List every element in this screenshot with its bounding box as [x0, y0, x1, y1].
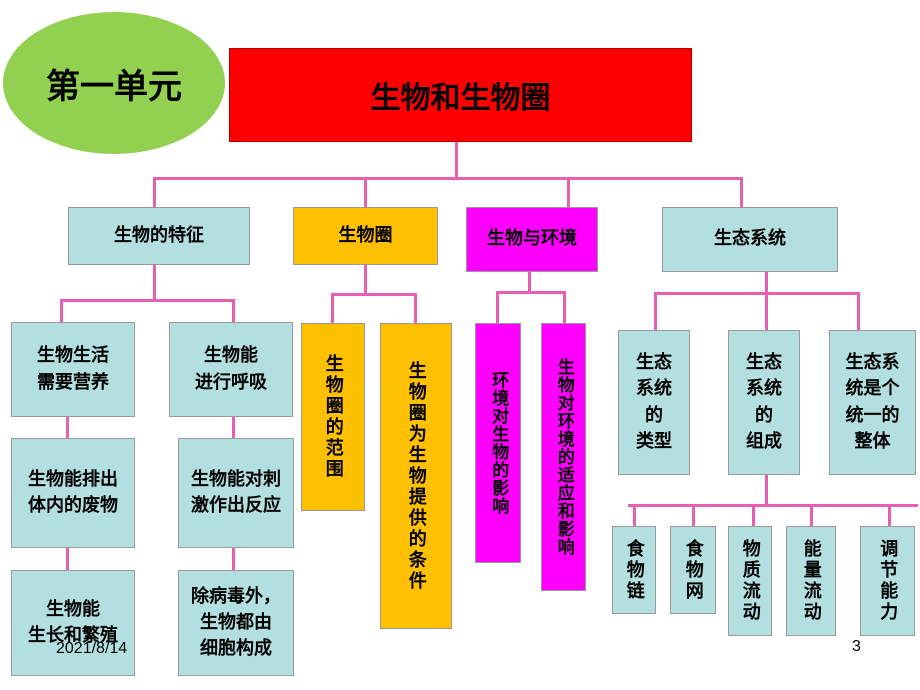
- ecosystem-material-flow: 物质流动: [728, 526, 772, 636]
- connector: [752, 504, 755, 526]
- ecosystem-food-chain-label: 食物链: [623, 538, 645, 602]
- connector: [331, 293, 334, 323]
- connector: [60, 299, 235, 302]
- connector: [765, 272, 768, 294]
- category-environment-label: 生物与环境: [487, 228, 577, 250]
- connector: [528, 272, 531, 293]
- connector: [414, 293, 417, 323]
- connector: [692, 504, 695, 526]
- biosphere-conditions: 生物圈为生物提供的条件: [380, 323, 452, 629]
- connector: [153, 265, 156, 300]
- ecosystem-whole-label: 生态系 统是个 统一的 整体: [845, 352, 900, 452]
- connector: [60, 299, 63, 322]
- ecosystem-food-chain: 食物链: [612, 526, 656, 614]
- connector: [740, 177, 743, 208]
- environment-effect-label: 环境对生物的影响: [488, 371, 509, 515]
- ecosystem-composition: 生态 系统 的 组成: [728, 330, 800, 475]
- connector: [628, 504, 918, 507]
- environment-adaptation: 生物对环境的适应和影响: [541, 323, 586, 591]
- root-node: 生物和生物圈: [229, 48, 692, 142]
- connector: [888, 504, 891, 526]
- category-biosphere-label: 生物圈: [338, 224, 393, 246]
- ecosystem-food-web-label: 食物网: [682, 538, 704, 602]
- ecosystem-energy-flow: 能量流动: [786, 526, 836, 636]
- connector: [232, 548, 235, 570]
- feature-cells-label: 除病毒外， 生物都由 细胞构成: [191, 585, 281, 660]
- feature-stimulus-label: 生物能对刺 激作出反应: [191, 468, 281, 516]
- feature-growth-label: 生物能 生长和繁殖: [28, 598, 118, 646]
- environment-adaptation-label: 生物对环境的适应和影响: [553, 358, 574, 556]
- root-label: 生物和生物圈: [370, 81, 551, 116]
- connector: [364, 177, 367, 208]
- biosphere-range-label: 生物圈的范围: [322, 354, 344, 480]
- connector: [765, 292, 768, 330]
- connector: [66, 417, 69, 438]
- feature-nutrition-label: 生物生活 需要营养: [37, 345, 109, 393]
- feature-excretion-label: 生物能排出 体内的废物: [28, 468, 118, 516]
- biosphere-conditions-label: 生物圈为生物提供的条件: [405, 360, 427, 592]
- connector: [364, 265, 367, 295]
- feature-stimulus: 生物能对刺 激作出反应: [178, 438, 294, 548]
- connector: [765, 475, 768, 505]
- ecosystem-regulation: 调节能力: [860, 526, 915, 636]
- footer-date: 2021/8/14: [56, 640, 128, 657]
- connector: [857, 292, 860, 330]
- feature-excretion: 生物能排出 体内的废物: [11, 438, 135, 548]
- connector: [153, 177, 743, 180]
- connector: [654, 292, 860, 295]
- category-ecosystem-label: 生态系统: [714, 228, 786, 250]
- connector: [232, 417, 235, 438]
- ecosystem-material-flow-label: 物质流动: [739, 539, 761, 623]
- category-environment: 生物与环境: [466, 207, 598, 272]
- page-number: 3: [852, 638, 861, 655]
- connector: [232, 299, 235, 322]
- feature-respiration-label: 生物能 进行呼吸: [195, 345, 267, 393]
- category-biosphere: 生物圈: [293, 207, 438, 265]
- connector: [563, 291, 566, 323]
- unit-label: 第一单元: [3, 12, 225, 154]
- ecosystem-food-web: 食物网: [670, 526, 716, 614]
- connector: [496, 291, 566, 294]
- connector: [153, 177, 156, 208]
- ecosystem-regulation-label: 调节能力: [877, 539, 899, 623]
- category-features: 生物的特征: [68, 207, 250, 265]
- connector: [331, 293, 417, 296]
- environment-effect: 环境对生物的影响: [475, 323, 521, 563]
- connector: [654, 292, 657, 330]
- feature-nutrition: 生物生活 需要营养: [11, 322, 135, 417]
- ecosystem-energy-flow-label: 能量流动: [800, 539, 822, 623]
- ecosystem-whole: 生态系 统是个 统一的 整体: [829, 330, 916, 475]
- feature-growth: 生物能 生长和繁殖: [11, 570, 135, 676]
- feature-cells: 除病毒外， 生物都由 细胞构成: [178, 570, 294, 676]
- category-ecosystem: 生态系统: [662, 207, 838, 272]
- ecosystem-types-label: 生态 系统 的 类型: [636, 352, 672, 452]
- connector: [455, 142, 458, 178]
- ecosystem-composition-label: 生态 系统 的 组成: [746, 352, 782, 452]
- biosphere-range: 生物圈的范围: [301, 323, 365, 511]
- connector: [66, 548, 69, 570]
- connector: [567, 177, 570, 208]
- ecosystem-types: 生态 系统 的 类型: [618, 330, 690, 475]
- connector: [633, 504, 636, 526]
- category-features-label: 生物的特征: [114, 224, 204, 246]
- feature-respiration: 生物能 进行呼吸: [169, 322, 293, 417]
- connector: [496, 291, 499, 323]
- connector: [810, 504, 813, 526]
